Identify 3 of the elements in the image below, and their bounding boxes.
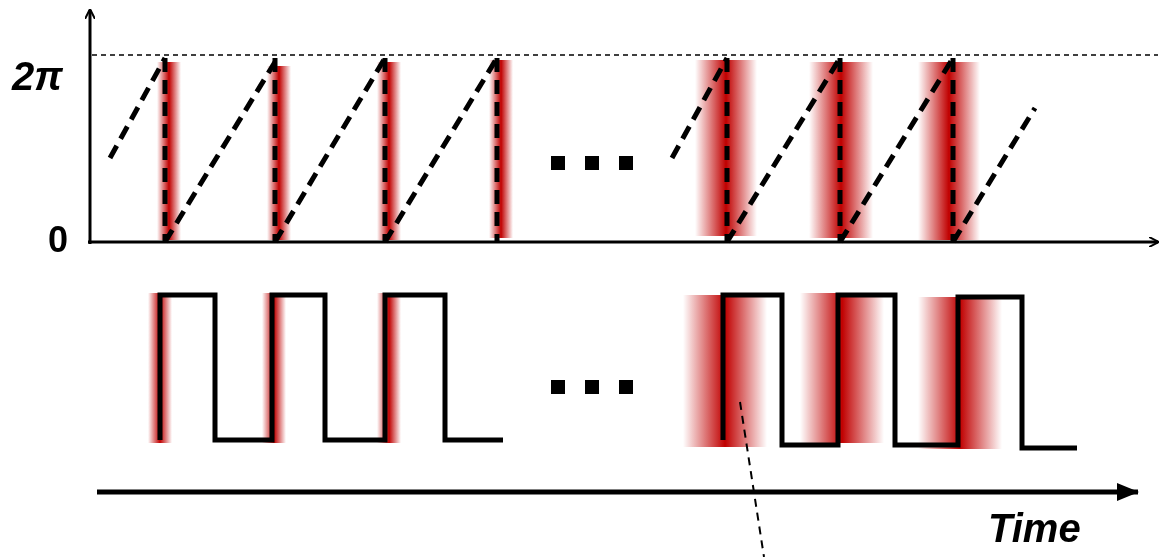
axis-label: 2π (12, 56, 63, 96)
axis-label: Time (988, 508, 1081, 548)
axis-label: 0 (48, 222, 69, 258)
